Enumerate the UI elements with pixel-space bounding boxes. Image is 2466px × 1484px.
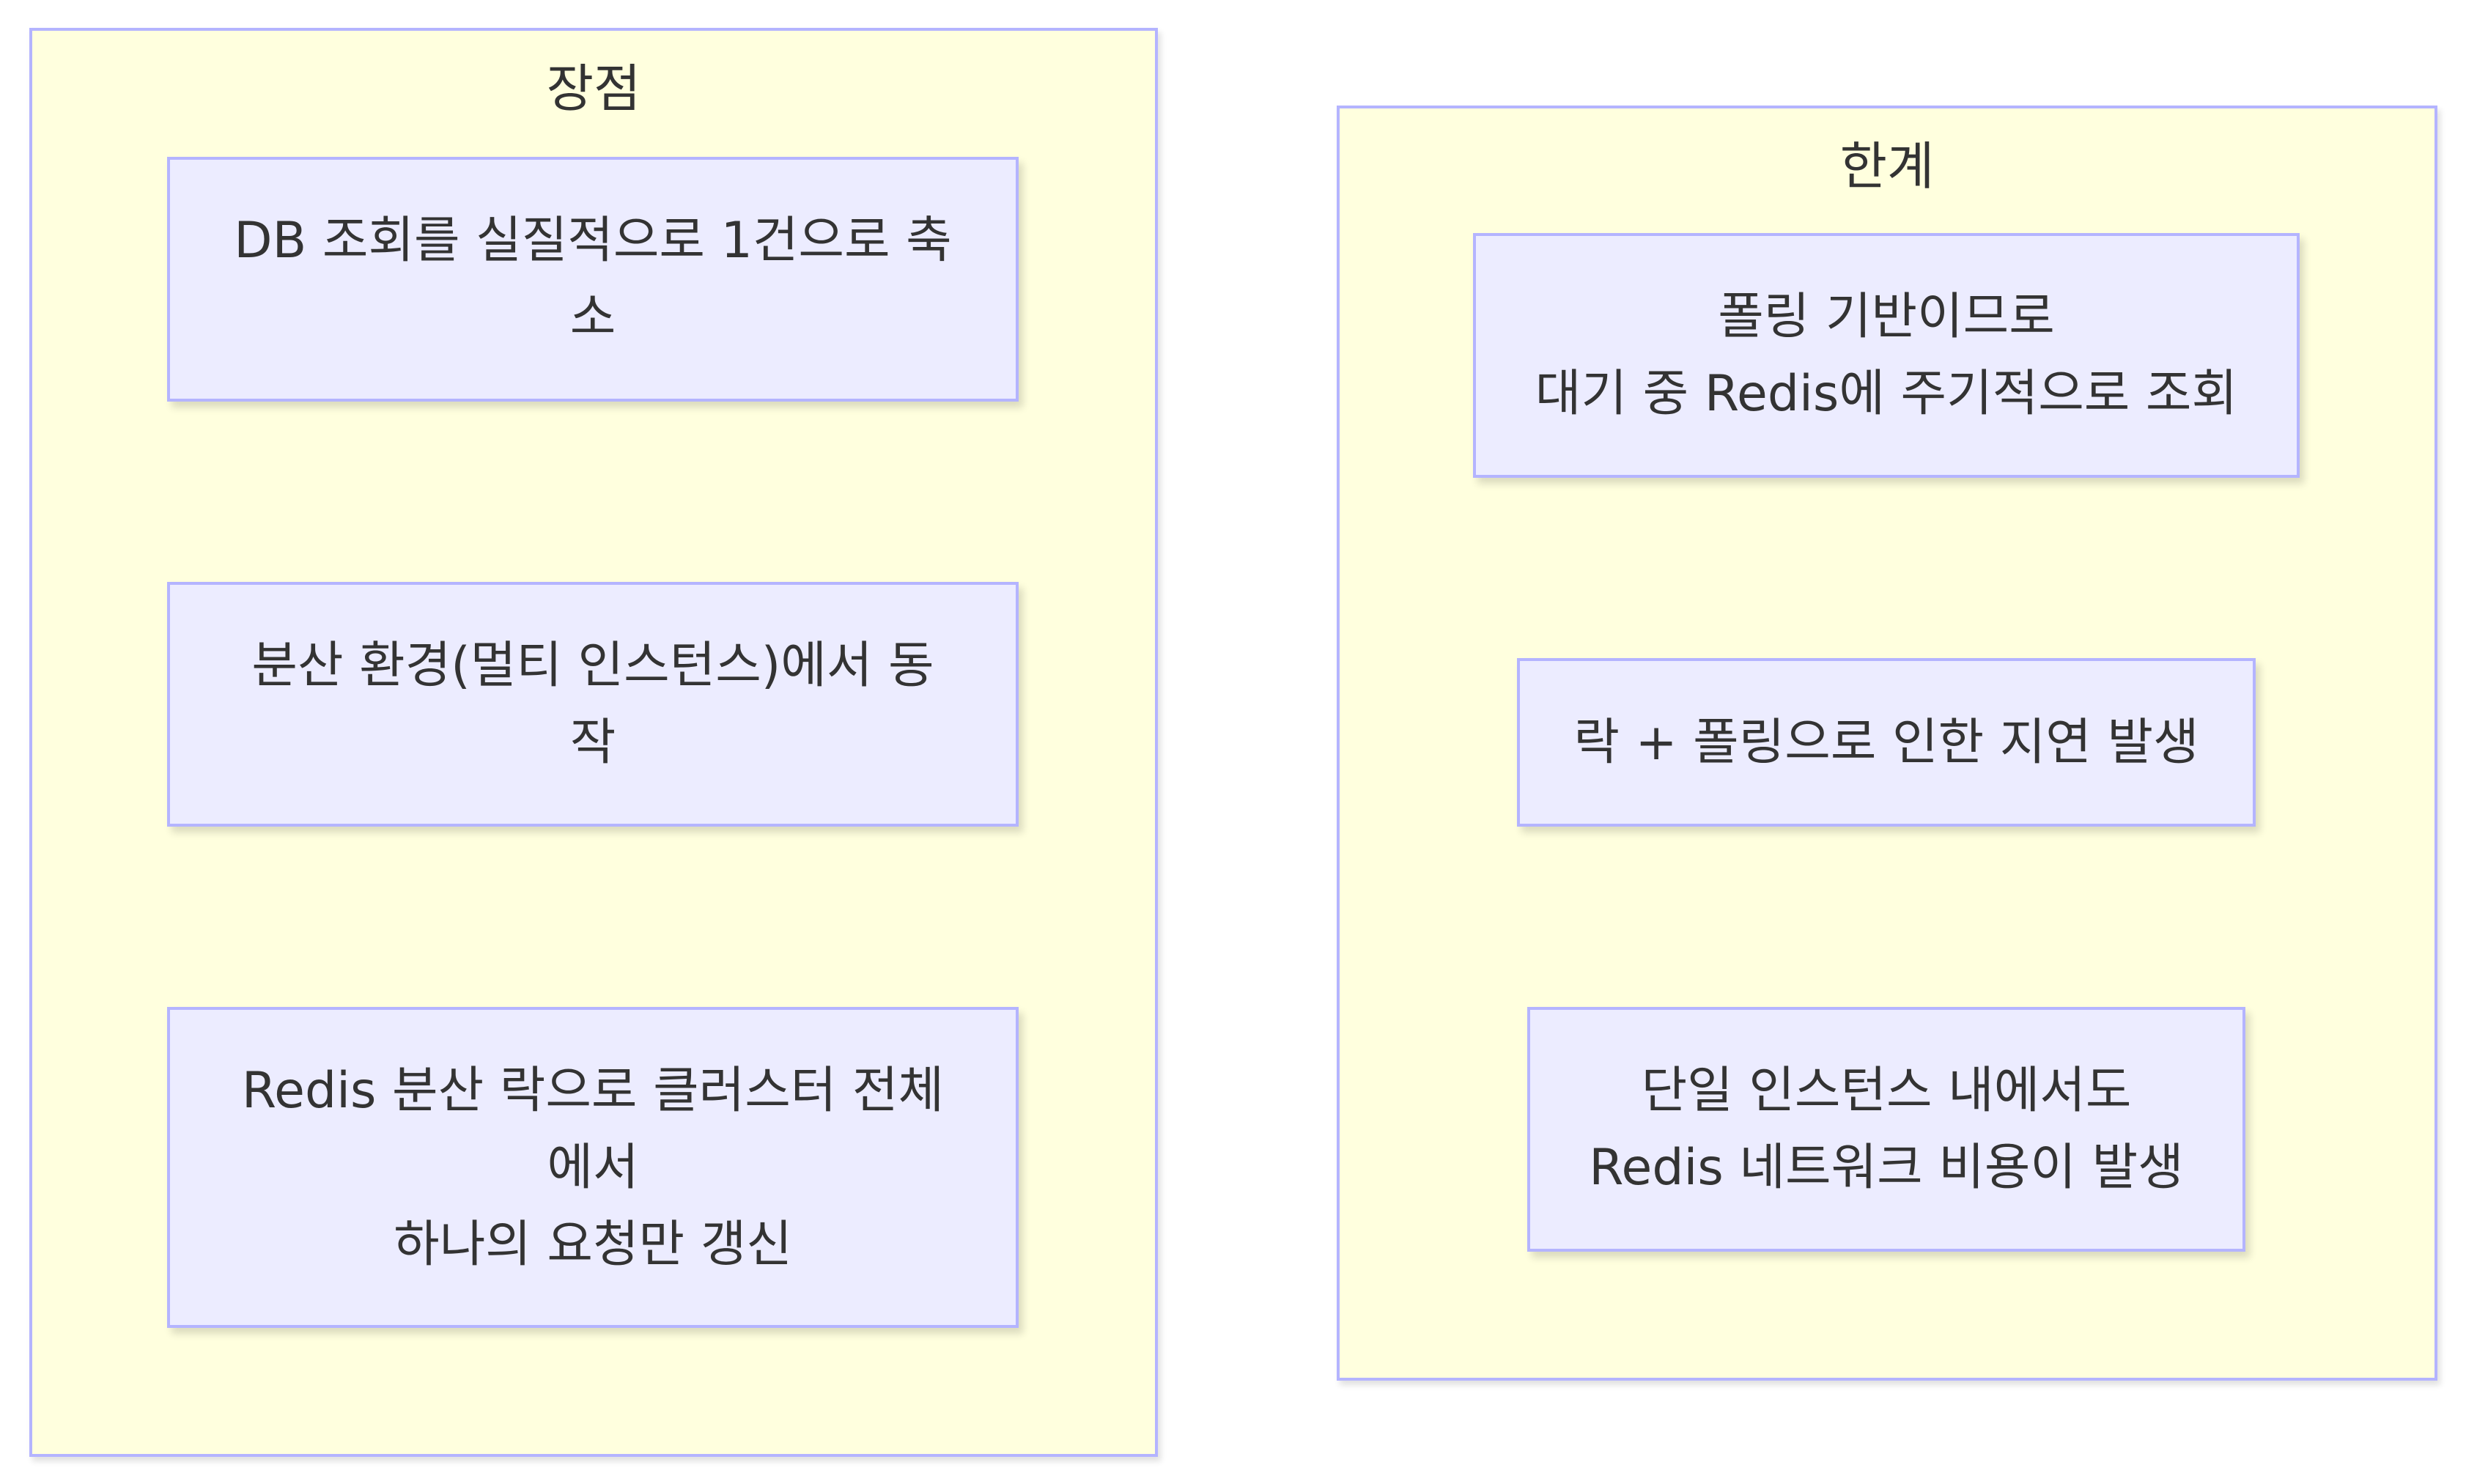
node-text-line: 락 + 폴링으로 인한 지연 발생 <box>1573 713 2199 772</box>
node-text-line: Redis 네트워크 비용이 발생 <box>1589 1139 2184 1197</box>
node-text-line: 대기 중 Redis에 주기적으로 조회 <box>1535 365 2238 423</box>
pros-node-db-reduction: DB 조회를 실질적으로 1건으로 축 소 <box>167 157 1019 402</box>
node-text-line: 분산 환경(멀티 인스턴스)에서 동 <box>251 637 934 695</box>
node-text-line: 에서 <box>547 1138 639 1197</box>
pros-cluster-title: 장점 <box>546 59 641 119</box>
node-text-line: 소 <box>569 289 616 347</box>
node-text-line: 하나의 요청만 갱신 <box>394 1215 792 1274</box>
limits-node-polling: 폴링 기반이므로 대기 중 Redis에 주기적으로 조회 <box>1473 233 2300 478</box>
node-text-line: 폴링 기반이므로 <box>1718 288 2055 346</box>
limits-node-network-cost: 단일 인스턴스 내에서도 Redis 네트워크 비용이 발생 <box>1527 1007 2245 1252</box>
limits-node-latency: 락 + 폴링으로 인한 지연 발생 <box>1517 658 2256 827</box>
pros-node-redis-lock: Redis 분산 락으로 클러스터 전체 에서 하나의 요청만 갱신 <box>167 1007 1019 1328</box>
limits-cluster-title: 한계 <box>1839 136 1935 196</box>
node-text-line: 단일 인스턴스 내에서도 <box>1641 1062 2132 1120</box>
node-text-line: DB 조회를 실질적으로 1건으로 축 <box>234 212 952 270</box>
node-text-line: Redis 분산 락으로 클러스터 전체 <box>241 1061 945 1120</box>
node-text-line: 작 <box>569 714 616 772</box>
pros-node-distributed: 분산 환경(멀티 인스턴스)에서 동 작 <box>167 582 1019 827</box>
